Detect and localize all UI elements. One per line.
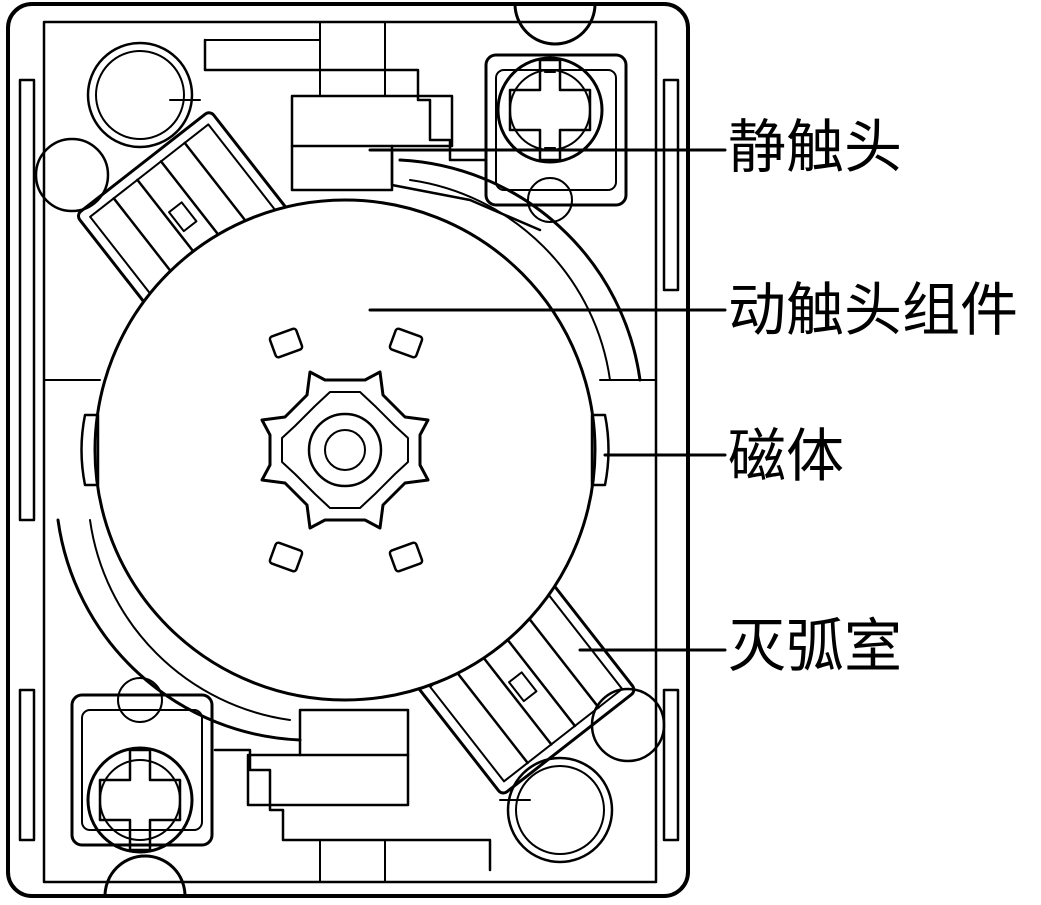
rotor-hub [260, 370, 430, 530]
right-top-clip [662, 78, 680, 292]
left-bottom-clip [18, 688, 36, 842]
top-static-contact [169, 21, 542, 232]
label-static-contact: 静触头 [728, 113, 903, 181]
bottom-terminal [70, 677, 214, 854]
upper-right-arc-rail [398, 158, 642, 382]
moving-contact-rotor [80, 198, 610, 702]
label-magnet: 磁体 [728, 422, 845, 490]
post-bottom-right [506, 756, 614, 864]
post-right [590, 687, 666, 763]
post-top-left [86, 41, 194, 149]
housing-outline [6, 2, 690, 898]
top-terminal [484, 53, 628, 223]
bottom-static-contact [213, 708, 531, 883]
bottom-notch [103, 854, 187, 898]
magnet-left [80, 413, 100, 487]
left-top-clip [18, 78, 36, 522]
top-notch [513, 2, 597, 46]
post-left [34, 137, 110, 213]
housing-inner-outline [42, 20, 658, 884]
right-bottom-clip [662, 688, 680, 842]
label-arc-chamber: 灭弧室 [728, 612, 903, 680]
lower-left-arc-rail [56, 518, 302, 742]
label-moving-contact-assembly: 动触头组件 [728, 276, 1019, 344]
